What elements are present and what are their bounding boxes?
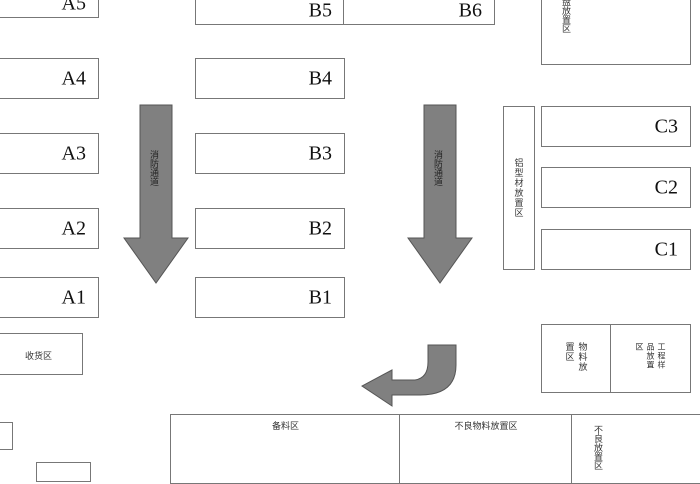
zone-label: 不良物料放置区 [454, 421, 518, 431]
zone-profile[interactable]: 铝型材放置区 [503, 106, 535, 270]
rack-a2[interactable]: A2 [0, 208, 99, 249]
zone-sample[interactable]: 工程样品放置区 [610, 324, 691, 393]
rack-label: B4 [308, 67, 332, 89]
fire-lane-label-left: 消防通道 [149, 150, 159, 186]
zone-material[interactable]: 物料放置区 [541, 324, 612, 393]
fire-lane-arrow-right [407, 104, 473, 284]
zone-label: 工程样品放置区 [635, 341, 666, 369]
rack-label: A2 [61, 217, 86, 239]
zone-label: 备料区 [271, 421, 299, 431]
arrows-layer [123, 104, 473, 407]
fire-lane-arrow-left [123, 104, 189, 284]
rack-label: C3 [654, 115, 678, 137]
zone-label: 铝型材放置区 [513, 158, 524, 218]
rack-label: C1 [654, 238, 678, 260]
zone-receiving[interactable]: 收货区 [0, 333, 83, 375]
rack-label: C2 [654, 176, 678, 198]
rack-label: A4 [61, 67, 86, 89]
zone-defective-2[interactable]: 不良放置区 [571, 414, 700, 484]
rack-b5[interactable]: B5 [195, 0, 345, 25]
rack-c1[interactable]: C1 [541, 229, 691, 270]
zone-defective[interactable]: 不良物料放置区 [399, 414, 573, 484]
curved-arrow [361, 344, 457, 407]
rack-b3[interactable]: B3 [195, 133, 345, 174]
rack-c2[interactable]: C2 [541, 167, 691, 208]
rack-label: A5 [61, 0, 86, 15]
rack-a1[interactable]: A1 [0, 277, 99, 318]
rack-a3[interactable]: A3 [0, 133, 99, 174]
zone-prep[interactable]: 备料区 [170, 414, 401, 484]
rack-label: B6 [458, 0, 482, 22]
rack-b4[interactable]: B4 [195, 58, 345, 99]
small-box [0, 422, 13, 450]
rack-label: B3 [308, 142, 332, 164]
rack-b1[interactable]: B1 [195, 277, 345, 318]
zone-label: 不良放置区 [593, 425, 603, 470]
rack-b2[interactable]: B2 [195, 208, 345, 249]
zone-pallet[interactable]: 盘放置区 [541, 0, 691, 65]
rack-c3[interactable]: C3 [541, 106, 691, 147]
rack-b6[interactable]: B6 [343, 0, 495, 25]
zone-label: 物料放置区 [564, 341, 588, 372]
zone-label: 收货区 [25, 351, 53, 361]
rack-label: B2 [308, 217, 332, 239]
rack-a4[interactable]: A4 [0, 58, 99, 99]
rack-label: B1 [308, 286, 332, 308]
rack-label: B5 [308, 0, 332, 22]
small-box [36, 462, 91, 482]
zone-label: 盘放置区 [561, 0, 571, 33]
fire-lane-label-right: 消防通道 [433, 150, 443, 186]
rack-a5[interactable]: A5 [0, 0, 99, 18]
rack-label: A3 [61, 142, 86, 164]
rack-label: A1 [61, 286, 86, 308]
